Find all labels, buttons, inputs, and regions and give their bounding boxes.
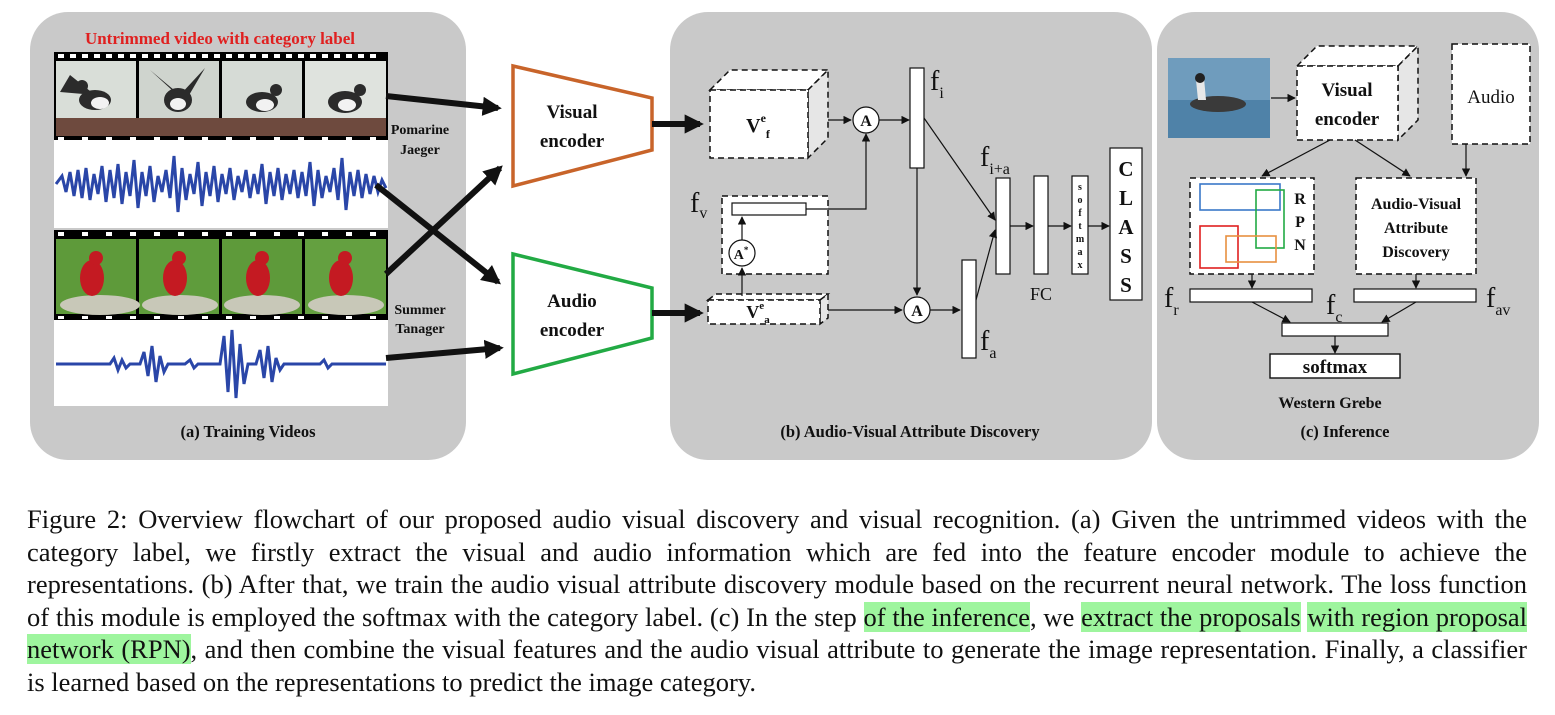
- svg-text:S: S: [1120, 273, 1132, 297]
- visual-encoder-label-1: Visual: [546, 102, 597, 123]
- caption-text-4: , and then combine the visual features a…: [27, 634, 1527, 697]
- fv-label: fv: [690, 188, 707, 222]
- fc-combined-label: fc: [1326, 290, 1342, 326]
- inference-result: Western Grebe: [1278, 395, 1381, 412]
- fi-vector: [909, 67, 925, 169]
- inference-softmax-label: softmax: [1303, 357, 1368, 378]
- bird-label-summer: Summer: [394, 303, 445, 318]
- filmstrip-pomarine-jaeger: [54, 52, 388, 140]
- panel-a-header: Untrimmed video with category label: [85, 29, 355, 48]
- visual-encoder-shape: [511, 63, 654, 189]
- audio-input-box: [1451, 43, 1531, 145]
- audio-waveform-2: [56, 329, 386, 399]
- caption-highlight-2: extract the proposals: [1081, 601, 1301, 632]
- fi-label: fi: [930, 66, 944, 102]
- fav-label: fav: [1486, 283, 1510, 319]
- grebe-image: [1168, 58, 1270, 138]
- proposal-orange: [1225, 235, 1277, 263]
- visual-encoder-label-2: encoder: [540, 131, 605, 152]
- inference-visual-encoder-cube: [1295, 44, 1420, 142]
- filmstrip-summer-tanager: [54, 230, 388, 320]
- va-label: Vea: [746, 300, 770, 326]
- avad-label-3: Discovery: [1382, 244, 1450, 261]
- fc-layer: [1033, 175, 1049, 275]
- attention-node-visual-label: A: [860, 113, 872, 130]
- softmax-letters: s o f t m a x: [1076, 182, 1085, 271]
- svg-text:A: A: [1118, 215, 1134, 239]
- panel-a-title: (a) Training Videos: [180, 422, 316, 441]
- proposal-green: [1255, 189, 1285, 249]
- rpn-letters: R P N: [1294, 191, 1306, 254]
- audio-encoder-shape: [511, 251, 654, 377]
- bird-label-pomarine: Pomarine: [391, 123, 449, 138]
- inference-visual-encoder-label-1: Visual: [1321, 80, 1372, 101]
- attention-star-label: A*: [734, 245, 749, 263]
- panel-c-title: (c) Inference: [1300, 422, 1389, 441]
- fia-label: fi+a: [980, 142, 1010, 178]
- avad-box: [1355, 177, 1477, 275]
- fia-vector: [995, 177, 1011, 275]
- svg-text:a: a: [1078, 247, 1083, 258]
- svg-text:f: f: [1078, 208, 1082, 219]
- audio-encoder-label-1: Audio: [547, 291, 597, 312]
- class-output: [1109, 147, 1143, 301]
- visual-feature-cube: [708, 68, 830, 160]
- svg-text:m: m: [1076, 234, 1085, 245]
- vf-label: Vef: [746, 111, 771, 141]
- svg-text:N: N: [1294, 237, 1306, 254]
- bird-label-tanager: Tanager: [395, 322, 444, 337]
- fr-vector: [1189, 288, 1313, 303]
- svg-text:R: R: [1294, 191, 1306, 208]
- audio-feature-cube: [705, 292, 831, 326]
- panel-c-connectors: [1247, 139, 1471, 354]
- caption-highlight-1: of the inference: [863, 601, 1031, 632]
- audio-waveform-1: [54, 155, 388, 213]
- fv-vector: [731, 202, 807, 216]
- svg-text:C: C: [1118, 157, 1133, 181]
- svg-text:o: o: [1078, 195, 1083, 206]
- svg-text:S: S: [1120, 244, 1132, 268]
- proposal-blue: [1199, 183, 1281, 211]
- avad-label-2: Attribute: [1384, 220, 1448, 237]
- attention-node-audio-label: A: [911, 303, 923, 320]
- inference-visual-encoder-label-2: encoder: [1315, 109, 1380, 130]
- proposal-red: [1199, 225, 1239, 269]
- fr-label: fr: [1164, 283, 1179, 319]
- class-letters: C L A S S: [1118, 157, 1134, 297]
- fa-vector: [961, 259, 977, 359]
- audio-input-label: Audio: [1467, 87, 1515, 108]
- panel-b-title: (b) Audio-Visual Attribute Discovery: [780, 422, 1040, 441]
- audio-encoder-label-2: encoder: [540, 320, 605, 341]
- panel-b-connectors: [737, 115, 1110, 315]
- softmax-layer: [1071, 175, 1089, 275]
- svg-text:t: t: [1078, 221, 1082, 232]
- figure-caption: Figure 2: Overview flowchart of our prop…: [27, 503, 1528, 698]
- svg-text:P: P: [1295, 214, 1305, 231]
- caption-text-2: , we: [1030, 601, 1082, 632]
- overview-figure: Untrimmed video with category label Poma…: [30, 12, 1539, 460]
- svg-text:x: x: [1078, 260, 1083, 271]
- encoder-output-arrows: [652, 114, 704, 323]
- input-arrows: [374, 93, 504, 361]
- bird-label-jaeger: Jaeger: [400, 143, 440, 158]
- fa-label: fa: [980, 326, 996, 362]
- svg-text:L: L: [1119, 186, 1133, 210]
- avad-label-1: Audio-Visual: [1371, 196, 1462, 213]
- caption-text-1: Figure 2: Overview flowchart of our prop…: [27, 504, 1527, 632]
- fc-label: FC: [1030, 284, 1052, 304]
- svg-text:s: s: [1078, 182, 1082, 193]
- fav-vector: [1353, 288, 1477, 303]
- inference-softmax-box: [1269, 353, 1401, 379]
